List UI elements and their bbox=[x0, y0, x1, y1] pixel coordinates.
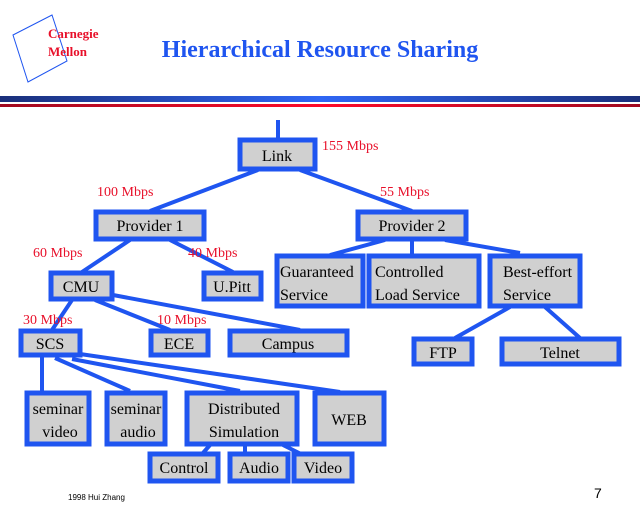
node-label: seminar bbox=[111, 401, 162, 418]
node-label: Best-effort bbox=[503, 264, 573, 281]
node-label: Provider 1 bbox=[116, 218, 183, 235]
node-seminar-video: seminar video bbox=[24, 390, 92, 447]
bandwidth-scs: 30 Mbps bbox=[23, 313, 72, 328]
footer-credit: 1998 Hui Zhang bbox=[68, 493, 125, 502]
node-label: Audio bbox=[239, 460, 279, 477]
logo-text-line2: Mellon bbox=[48, 44, 88, 59]
node-provider-2: Provider 2 bbox=[355, 209, 469, 242]
node-label: Video bbox=[304, 460, 342, 477]
node-seminar-audio: seminar audio bbox=[104, 390, 168, 447]
node-label: Guaranteed bbox=[280, 264, 354, 281]
node-campus: Campus bbox=[227, 328, 350, 358]
node-link: Link bbox=[237, 137, 318, 172]
node-label: FTP bbox=[429, 345, 457, 362]
node-control: Control bbox=[147, 451, 221, 484]
node-label: SCS bbox=[36, 336, 64, 353]
header-divider-red bbox=[0, 104, 640, 107]
node-label: Control bbox=[160, 460, 209, 477]
node-label: U.Pitt bbox=[213, 279, 251, 296]
node-cmu: CMU bbox=[48, 270, 115, 302]
node-ece: ECE bbox=[148, 328, 211, 358]
node-label: Telnet bbox=[540, 345, 580, 362]
bandwidth-upitt: 40 Mbps bbox=[188, 246, 237, 261]
node-label: CMU bbox=[63, 279, 100, 296]
connectors bbox=[40, 120, 582, 457]
node-label: Service bbox=[503, 287, 551, 304]
node-scs: SCS bbox=[18, 328, 83, 358]
node-label: audio bbox=[120, 424, 156, 441]
header-divider-blue bbox=[0, 96, 640, 102]
node-label: Provider 2 bbox=[378, 218, 445, 235]
bandwidth-cmu: 60 Mbps bbox=[33, 246, 82, 261]
node-telnet: Telnet bbox=[499, 336, 622, 367]
slide-title: Hierarchical Resource Sharing bbox=[162, 37, 478, 63]
node-label: Load Service bbox=[375, 287, 460, 304]
node-label: ECE bbox=[164, 336, 194, 353]
bandwidth-ece: 10 Mbps bbox=[157, 313, 206, 328]
node-label: Simulation bbox=[209, 424, 279, 441]
node-label: Distributed bbox=[208, 401, 280, 418]
logo-frame bbox=[12, 14, 68, 83]
bandwidth-provider-1: 100 Mbps bbox=[97, 185, 153, 200]
node-label: Controlled bbox=[375, 264, 443, 281]
node-label: video bbox=[42, 424, 78, 441]
node-label: Campus bbox=[262, 336, 314, 353]
node-provider-1: Provider 1 bbox=[93, 209, 207, 242]
bandwidth-link: 155 Mbps bbox=[322, 139, 378, 154]
bandwidth-provider-2: 55 Mbps bbox=[380, 185, 429, 200]
node-label: WEB bbox=[331, 412, 367, 429]
node-upitt: U.Pitt bbox=[201, 270, 264, 302]
page-number: 7 bbox=[594, 485, 602, 501]
node-label: Service bbox=[280, 287, 328, 304]
node-video: Video bbox=[291, 451, 355, 484]
node-ftp: FTP bbox=[411, 336, 475, 367]
node-label: Link bbox=[262, 148, 292, 165]
logo-text-line1: Carnegie bbox=[48, 26, 99, 41]
node-web: WEB bbox=[312, 390, 387, 447]
node-audio: Audio bbox=[227, 451, 291, 484]
node-label: seminar bbox=[33, 401, 84, 418]
